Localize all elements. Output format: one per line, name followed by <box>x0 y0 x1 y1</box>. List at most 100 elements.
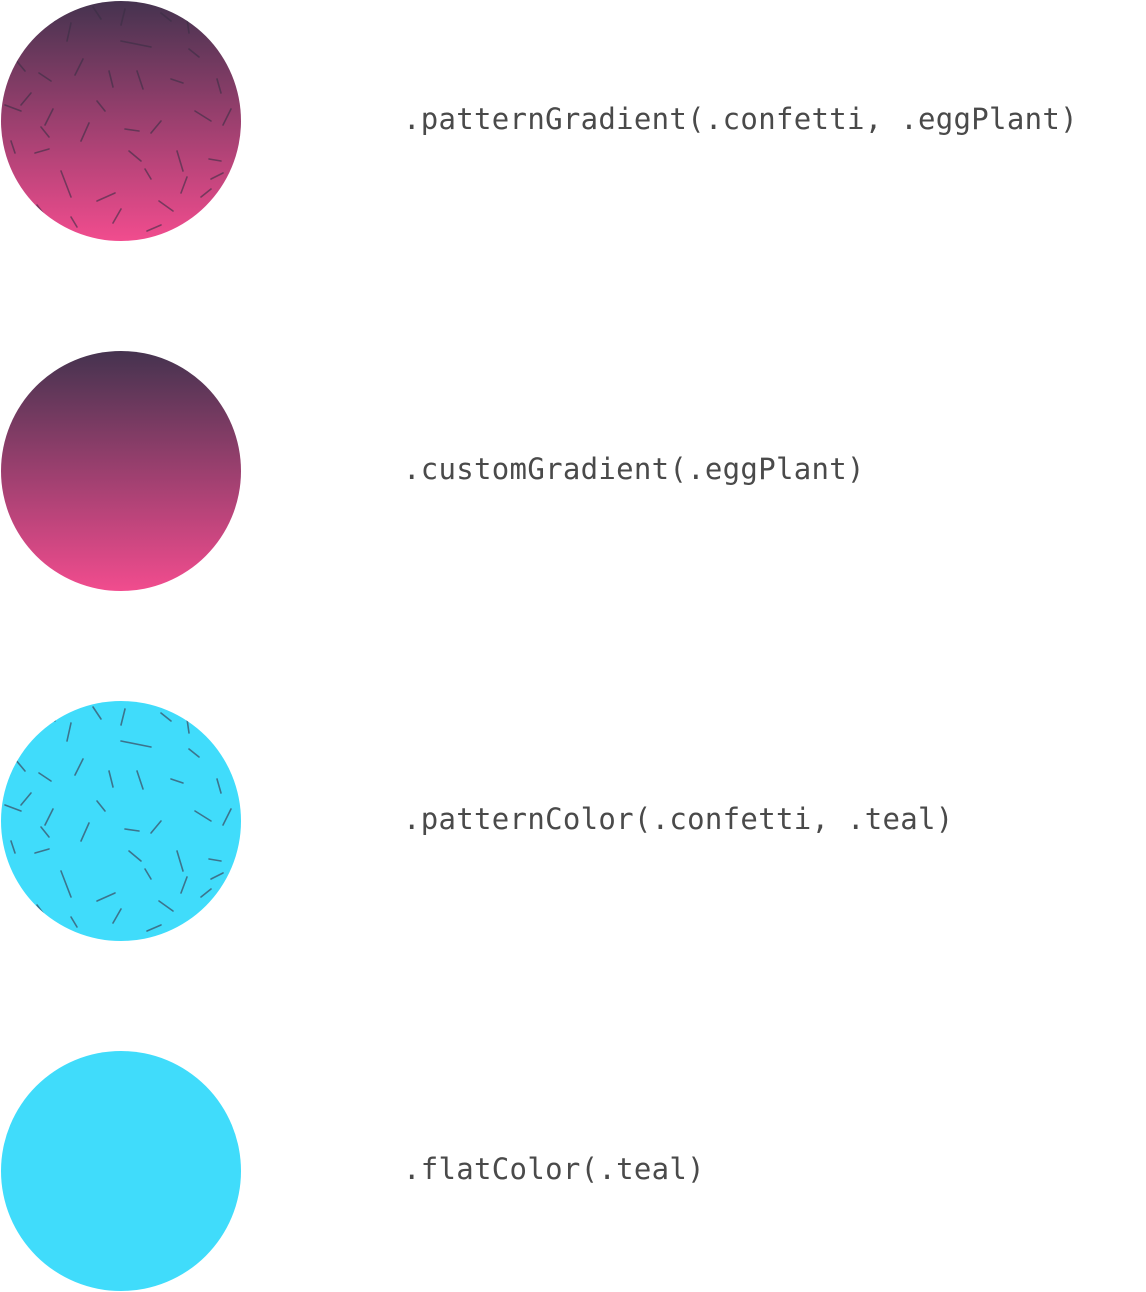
pattern-color-swatch <box>1 701 241 941</box>
confetti-mark <box>208 858 222 862</box>
confetti-mark <box>150 120 162 134</box>
confetti-mark <box>112 208 122 224</box>
confetti-mark <box>44 108 54 126</box>
confetti-mark <box>70 916 78 928</box>
confetti-mark <box>176 850 184 872</box>
confetti-mark <box>38 772 52 782</box>
confetti-mark <box>188 748 200 758</box>
pattern-gradient-swatch <box>1 1 241 241</box>
confetti-mark <box>108 70 114 88</box>
confetti-mark <box>34 148 50 154</box>
confetti-mark <box>186 718 190 734</box>
confetti-mark <box>120 8 126 26</box>
confetti-mark <box>158 900 174 912</box>
confetti-mark <box>128 150 142 162</box>
confetti-mark <box>150 820 162 834</box>
confetti-mark <box>46 708 56 722</box>
confetti-mark <box>74 58 84 76</box>
confetti-mark <box>4 886 14 898</box>
confetti-mark <box>22 924 34 934</box>
custom-gradient-label: .customGradient(.eggPlant) <box>403 452 865 486</box>
confetti-mark <box>170 778 184 784</box>
confetti-mark <box>120 40 152 48</box>
custom-gradient-swatch <box>1 351 241 591</box>
confetti-mark <box>80 822 90 842</box>
confetti-mark <box>216 778 222 794</box>
confetti-mark <box>66 22 72 42</box>
confetti-mark <box>160 12 172 22</box>
confetti-teal-circle <box>1 701 241 941</box>
confetti-mark <box>40 126 50 138</box>
confetti-mark <box>46 8 56 22</box>
confetti-mark <box>96 800 106 812</box>
flat-color-label: .flatColor(.teal) <box>403 1152 705 1186</box>
confetti-mark <box>222 108 232 126</box>
confetti-mark <box>38 72 52 82</box>
pattern-color-label: .patternColor(.confetti, .teal) <box>403 802 954 836</box>
confetti-mark <box>92 6 102 20</box>
confetti-mark <box>200 188 212 198</box>
confetti-mark <box>40 826 50 838</box>
confetti-mark <box>108 770 114 788</box>
confetti-mark <box>60 870 72 898</box>
confetti-mark <box>4 20 16 32</box>
confetti-mark <box>44 808 54 826</box>
confetti-mark <box>200 888 212 898</box>
confetti-mark <box>10 140 16 154</box>
confetti-mark <box>96 892 116 902</box>
confetti-mark <box>158 200 174 212</box>
pattern-gradient-label: .patternGradient(.confetti, .eggPlant) <box>403 102 1078 136</box>
confetti-gradient-circle <box>1 1 241 241</box>
confetti-mark <box>136 70 144 90</box>
confetti-mark <box>112 908 122 924</box>
confetti-mark <box>160 712 172 722</box>
confetti-mark <box>170 78 184 84</box>
confetti-mark <box>70 216 78 228</box>
confetti-mark <box>92 706 102 720</box>
confetti-mark <box>210 872 224 880</box>
confetti-mark <box>14 58 26 72</box>
confetti-mark <box>186 18 190 34</box>
confetti-mark <box>146 924 162 932</box>
confetti-mark <box>124 828 140 832</box>
flat-color-swatch <box>1 1051 241 1291</box>
teal-circle <box>1 1051 241 1291</box>
confetti-mark <box>14 758 26 772</box>
confetti-mark <box>144 868 152 880</box>
confetti-mark <box>128 850 142 862</box>
confetti-mark <box>36 204 44 214</box>
confetti-mark <box>180 176 188 194</box>
confetti-mark <box>146 224 162 232</box>
confetti-mark <box>210 172 224 180</box>
swatch-row-custom-gradient: .customGradient(.eggPlant) <box>0 350 1146 592</box>
confetti-mark <box>20 792 32 806</box>
swatch-row-pattern-gradient: .patternGradient(.confetti, .eggPlant) <box>0 0 1146 242</box>
confetti-mark <box>20 92 32 106</box>
confetti-mark <box>188 48 200 58</box>
confetti-mark <box>144 168 152 180</box>
confetti-mark <box>66 722 72 742</box>
confetti-mark <box>96 192 116 202</box>
confetti-mark <box>60 170 72 198</box>
confetti-mark <box>120 708 126 726</box>
confetti-mark <box>176 150 184 172</box>
confetti-mark <box>120 740 152 748</box>
confetti-mark <box>216 78 222 94</box>
confetti-mark <box>194 810 212 822</box>
confetti-mark <box>222 808 232 826</box>
confetti-mark <box>36 904 44 914</box>
confetti-mark <box>4 104 22 112</box>
confetti-mark <box>124 128 140 132</box>
confetti-mark <box>208 158 222 162</box>
confetti-mark <box>194 110 212 122</box>
confetti-mark <box>80 122 90 142</box>
confetti-mark <box>10 840 16 854</box>
swatch-row-pattern-color: .patternColor(.confetti, .teal) <box>0 700 1146 942</box>
confetti-mark <box>136 770 144 790</box>
confetti-mark <box>96 100 106 112</box>
confetti-pattern <box>4 6 232 234</box>
swatch-row-flat-color: .flatColor(.teal) <box>0 1050 1146 1292</box>
confetti-mark <box>4 186 14 198</box>
confetti-mark <box>4 720 16 732</box>
confetti-mark <box>22 224 34 234</box>
